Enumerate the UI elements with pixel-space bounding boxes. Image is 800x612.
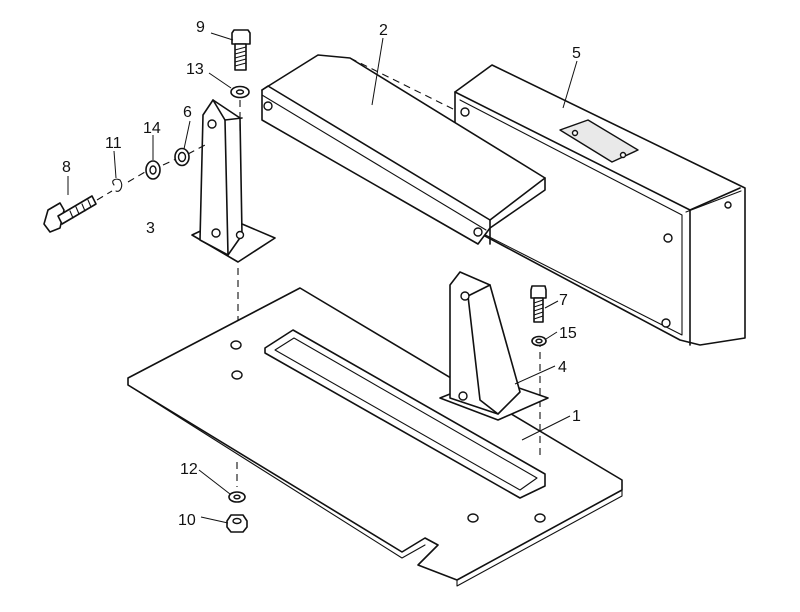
part-4-support-bracket	[439, 271, 549, 455]
callout-1: 1	[572, 408, 581, 425]
base-slot-frame	[264, 329, 546, 499]
callout-12: 12	[180, 461, 198, 478]
callout-4: 4	[558, 359, 567, 376]
callout-6: 6	[183, 104, 192, 121]
part-1-base-plate	[127, 287, 623, 587]
part-5-enclosure-box	[454, 64, 746, 346]
callout-7: 7	[559, 292, 568, 309]
nameplate	[559, 119, 639, 163]
washer-12	[228, 491, 246, 503]
part-2-cover-bracket	[261, 54, 546, 245]
screw-8	[43, 195, 97, 233]
bolt-9	[231, 29, 251, 135]
bolt-7	[530, 285, 547, 323]
callout-8: 8	[62, 159, 71, 176]
ring-11	[112, 178, 123, 192]
callout-9: 9	[196, 19, 205, 36]
nut-10	[226, 514, 248, 533]
part-3-rear-bracket	[191, 99, 276, 320]
bushing-6	[174, 147, 190, 167]
callout-15: 15	[559, 325, 577, 342]
callout-14: 14	[143, 120, 161, 137]
callout-3: 3	[146, 220, 155, 237]
washer-14	[145, 160, 161, 180]
callout-10: 10	[178, 512, 196, 529]
washer-15	[531, 335, 547, 347]
callout-11: 11	[105, 135, 122, 152]
callout-2: 2	[379, 22, 388, 39]
callout-13: 13	[186, 61, 204, 78]
callout-labels: 1 2 3 4 5 6 7 8 9 10 11 12 13 14 15	[62, 19, 581, 529]
leader-lines	[67, 32, 578, 524]
washer-13	[230, 85, 250, 99]
callout-5: 5	[572, 45, 581, 62]
